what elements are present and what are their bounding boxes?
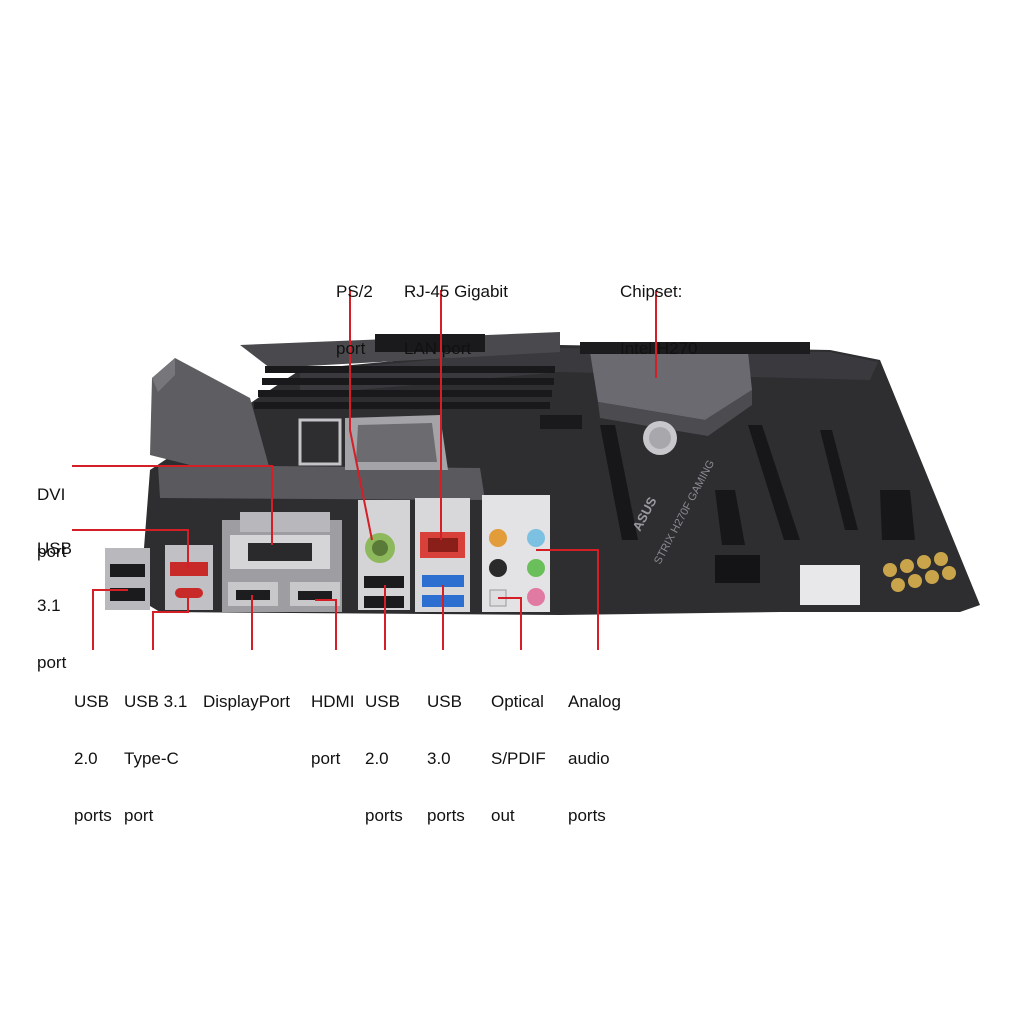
leader-usb31 (72, 529, 189, 568)
capacitor (900, 559, 914, 573)
audio-jack-blue (527, 529, 545, 547)
vrm-heatsink-left (150, 358, 270, 470)
capacitor (883, 563, 897, 577)
capacitor (917, 555, 931, 569)
cpu-socket-lever (298, 418, 342, 466)
cmos-battery-center (649, 427, 671, 449)
leader-dvi (72, 465, 273, 545)
dvi-port-inner (248, 543, 312, 561)
pcie-slot-1 (600, 425, 638, 540)
label-displayport: DisplayPort (203, 692, 290, 711)
leader-ps2 (349, 290, 373, 541)
capacitor (942, 566, 956, 580)
leader-hdmi (315, 599, 337, 650)
capacitor (908, 574, 922, 588)
rj45-port-inner (428, 538, 458, 552)
label-chipset: Chipset: Intel H270 (620, 282, 698, 358)
label-rj45: RJ-45 Gigabit LAN port (404, 282, 508, 358)
usb20-left-port-top (110, 564, 145, 577)
audio-codec-shield (800, 565, 860, 605)
capacitor (891, 578, 905, 592)
capacitor (934, 552, 948, 566)
hdmi-port-inner (298, 591, 332, 600)
label-spdif: Optical S/PDIF out (491, 692, 546, 825)
vrm-heatsink-left-face (152, 358, 175, 392)
ram-slot-2 (262, 378, 554, 385)
label-usb31: USB 3.1 port (37, 539, 72, 672)
capacitor (925, 570, 939, 584)
leader-spdif (498, 597, 522, 650)
vrm-heatsink-front (158, 465, 485, 500)
chip (715, 555, 760, 583)
ram-slot-1 (265, 366, 555, 373)
label-hdmi: HDMI port (311, 692, 355, 768)
audio-jack-orange (489, 529, 507, 547)
cpu-socket-inner (356, 423, 437, 462)
usb30-port-top (422, 575, 464, 587)
ram-slot-4 (254, 402, 550, 409)
leader-usb31-typec (152, 598, 189, 650)
pcie-slot-4 (880, 490, 915, 540)
label-usb20-mid: USB 2.0 ports (365, 692, 403, 825)
chipset-heatsink (590, 352, 752, 420)
label-dvi: DVI port (37, 485, 67, 561)
label-audio: Analog audio ports (568, 692, 621, 825)
leader-usb20-left (92, 589, 128, 650)
audio-jack-black (489, 559, 507, 577)
dvi-mount (240, 512, 330, 532)
label-ps2: PS/2 port (336, 282, 373, 358)
atx-power-connector (375, 334, 485, 352)
label-usb30: USB 3.0 ports (427, 692, 465, 825)
pcie-slot-2 (748, 425, 800, 540)
chipset-heatsink-face (598, 390, 752, 436)
usb20-mid-port-top (364, 576, 404, 588)
pcie-slot-3 (820, 430, 858, 530)
pcie-slot-5 (715, 490, 745, 545)
audio-jack-pink (527, 588, 545, 606)
m2-slot (540, 415, 582, 429)
usb31-typec-port (175, 588, 203, 598)
label-usb31-typec: USB 3.1 Type-C port (124, 692, 188, 825)
audio-jack-green (527, 559, 545, 577)
usb20-left-port-bottom (110, 588, 145, 601)
label-usb20-left: USB 2.0 ports (74, 692, 112, 825)
leader-audio (536, 549, 599, 650)
ram-slot-3 (258, 390, 552, 397)
usb31-port (170, 562, 208, 576)
ps2-port-inner (372, 540, 388, 556)
sata-ports (580, 342, 810, 354)
